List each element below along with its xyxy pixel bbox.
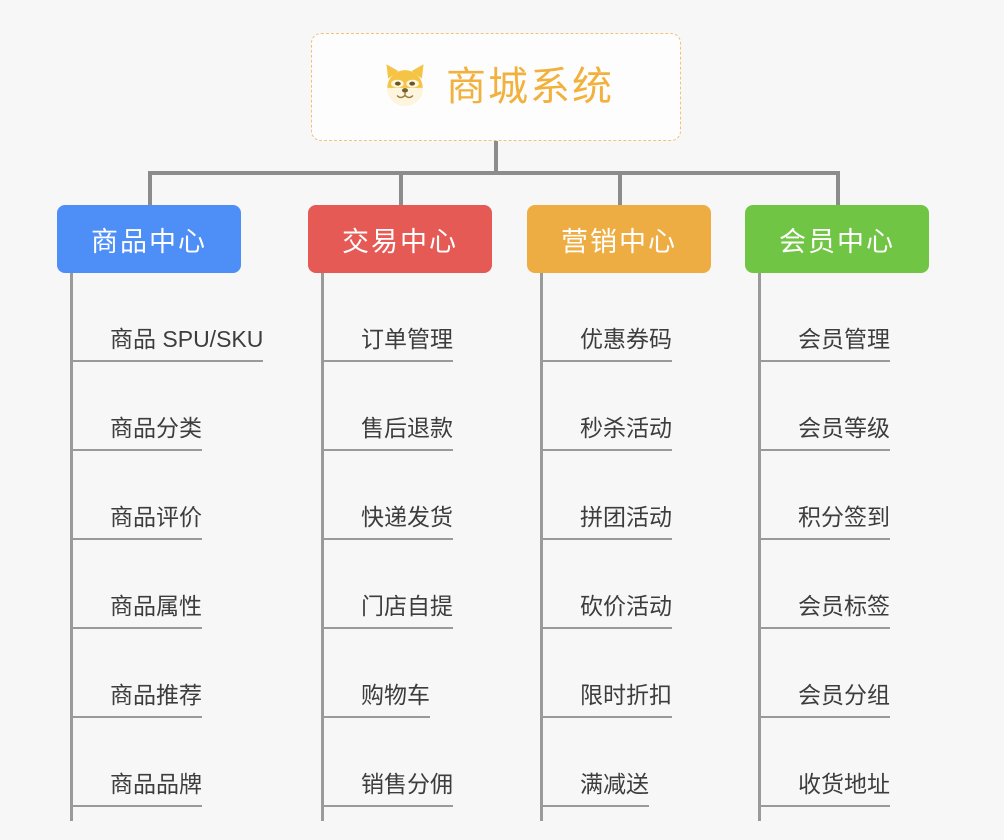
- connector-drop-3: [618, 171, 622, 205]
- list-item[interactable]: 会员等级: [758, 362, 988, 451]
- leaf-column-member-center: 会员管理 会员等级 积分签到 会员标签 会员分组 收货地址: [758, 273, 988, 821]
- leaf-label: 门店自提: [321, 592, 453, 629]
- list-item[interactable]: 秒杀活动: [540, 362, 770, 451]
- leaf-label: 订单管理: [321, 325, 453, 362]
- list-item[interactable]: 收货地址: [758, 718, 988, 807]
- leaf-label: 收货地址: [758, 770, 890, 807]
- list-item[interactable]: 订单管理: [321, 273, 551, 362]
- list-item[interactable]: 商品分类: [70, 362, 300, 451]
- leaf-label: 商品推荐: [70, 681, 202, 718]
- leaf-column-product-center: 商品 SPU/SKU 商品分类 商品评价 商品属性 商品推荐 商品品牌: [70, 273, 300, 821]
- column-spine: [321, 273, 324, 821]
- leaf-label: 满减送: [540, 770, 649, 807]
- list-item[interactable]: 会员标签: [758, 540, 988, 629]
- list-item[interactable]: 购物车: [321, 629, 551, 718]
- leaf-label: 快递发货: [321, 503, 453, 540]
- leaf-label: 秒杀活动: [540, 414, 672, 451]
- leaf-label: 商品 SPU/SKU: [70, 325, 264, 362]
- list-item[interactable]: 商品推荐: [70, 629, 300, 718]
- category-box-trade-center[interactable]: 交易中心: [308, 205, 492, 273]
- list-item[interactable]: 优惠券码: [540, 273, 770, 362]
- leaf-label: 销售分佣: [321, 770, 453, 807]
- list-item[interactable]: 会员管理: [758, 273, 988, 362]
- leaf-label: 会员等级: [758, 414, 890, 451]
- list-item[interactable]: 商品 SPU/SKU: [70, 273, 300, 362]
- leaf-label: 售后退款: [321, 414, 453, 451]
- leaf-label: 拼团活动: [540, 503, 672, 540]
- leaf-label: 商品品牌: [70, 770, 202, 807]
- leaf-label: 会员标签: [758, 592, 890, 629]
- leaf-label: 砍价活动: [540, 592, 672, 629]
- leaf-label: 会员分组: [758, 681, 890, 718]
- leaf-label: 购物车: [321, 681, 430, 718]
- list-item[interactable]: 会员分组: [758, 629, 988, 718]
- leaf-label: 商品分类: [70, 414, 202, 451]
- list-item[interactable]: 拼团活动: [540, 451, 770, 540]
- connector-drop-4: [836, 171, 840, 205]
- list-item[interactable]: 限时折扣: [540, 629, 770, 718]
- leaf-column-marketing-center: 优惠券码 秒杀活动 拼团活动 砍价活动 限时折扣 满减送: [540, 273, 770, 821]
- list-item[interactable]: 门店自提: [321, 540, 551, 629]
- root-node-title: 商城系统: [446, 65, 614, 109]
- list-item[interactable]: 满减送: [540, 718, 770, 807]
- list-item[interactable]: 商品属性: [70, 540, 300, 629]
- leaf-column-trade-center: 订单管理 售后退款 快递发货 门店自提 购物车 销售分佣: [321, 273, 551, 821]
- list-item[interactable]: 砍价活动: [540, 540, 770, 629]
- root-node-mall-system[interactable]: 商城系统: [311, 33, 681, 141]
- leaf-label: 商品评价: [70, 503, 202, 540]
- list-item[interactable]: 售后退款: [321, 362, 551, 451]
- category-box-marketing-center[interactable]: 营销中心: [527, 205, 711, 273]
- column-spine: [540, 273, 543, 821]
- list-item[interactable]: 商品评价: [70, 451, 300, 540]
- category-box-product-center[interactable]: 商品中心: [57, 205, 241, 273]
- list-item[interactable]: 商品品牌: [70, 718, 300, 807]
- column-spine: [758, 273, 761, 821]
- connector-root-stub: [494, 141, 498, 174]
- connector-drop-1: [148, 171, 152, 205]
- column-spine: [70, 273, 73, 821]
- list-item[interactable]: 销售分佣: [321, 718, 551, 807]
- dog-face-icon: [378, 60, 432, 114]
- list-item[interactable]: 积分签到: [758, 451, 988, 540]
- leaf-label: 会员管理: [758, 325, 890, 362]
- leaf-label: 限时折扣: [540, 681, 672, 718]
- category-box-member-center[interactable]: 会员中心: [745, 205, 929, 273]
- list-item[interactable]: 快递发货: [321, 451, 551, 540]
- connector-horizontal-bus: [148, 171, 840, 175]
- leaf-label: 商品属性: [70, 592, 202, 629]
- leaf-label: 积分签到: [758, 503, 890, 540]
- connector-drop-2: [399, 171, 403, 205]
- leaf-label: 优惠券码: [540, 325, 672, 362]
